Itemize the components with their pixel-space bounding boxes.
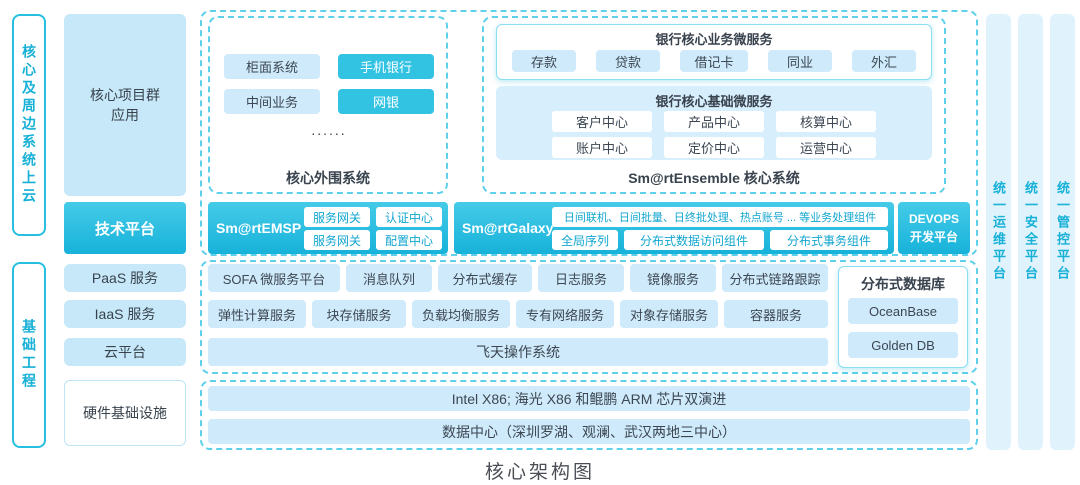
paas-item: 日志服务 [538, 264, 624, 292]
iaas-item: 块存储服务 [312, 300, 406, 328]
galaxy-item: 全局序列 [552, 230, 618, 250]
iaas-item: 对象存储服务 [620, 300, 718, 328]
iaas-item: 负载均衡服务 [412, 300, 510, 328]
row-header-iaas: IaaS 服务 [64, 300, 186, 328]
peripheral-ellipsis: ...... [311, 122, 347, 138]
ensemble-box [482, 16, 946, 194]
database-item: Golden DB [848, 332, 958, 358]
right-rail-control-platform: 统一管控平台 [1050, 14, 1075, 450]
galaxy-item: 分布式数据访问组件 [624, 230, 764, 250]
paas-item: 消息队列 [346, 264, 432, 292]
emsp-item: 认证中心 [376, 207, 442, 227]
paas-item: SOFA 微服务平台 [208, 264, 340, 292]
hardware-chip-row: Intel X86; 海光 X86 和鲲鹏 ARM 芯片双演进 [208, 386, 970, 411]
paas-item: 分布式缓存 [438, 264, 532, 292]
database-title: 分布式数据库 [861, 276, 945, 292]
business-item: 贷款 [596, 50, 660, 72]
emsp-item: 配置中心 [376, 230, 442, 250]
iaas-item: 弹性计算服务 [208, 300, 306, 328]
emsp-item: 服务网关 [304, 207, 370, 227]
peripheral-caption: 核心外围系统 [286, 170, 370, 186]
emsp-label: Sm@rtEMSP [216, 220, 302, 236]
galaxy-item: 分布式事务组件 [770, 230, 888, 250]
right-rail-security-label: 统一安全平台 [1023, 181, 1038, 283]
paas-item: 镜像服务 [630, 264, 716, 292]
hardware-container [200, 380, 978, 450]
business-item: 借记卡 [680, 50, 748, 72]
core-systems-container [200, 10, 978, 256]
peripheral-item: 柜面系统 [224, 54, 320, 79]
galaxy-label: Sm@rtGalaxy [462, 220, 554, 236]
devops-line1: DEVOPS [908, 212, 959, 226]
iaas-item: 专有网络服务 [516, 300, 614, 328]
paas-item: 分布式链路跟踪 [722, 264, 828, 292]
left-rail-infrastructure: 基础工程 [12, 262, 46, 448]
right-rail-control-label: 统一管控平台 [1055, 181, 1070, 283]
row-header-paas: PaaS 服务 [64, 264, 186, 292]
iaas-item: 容器服务 [724, 300, 828, 328]
galaxy-item: 日间联机、日间批量、日终批处理、热点账号 ... 等业务处理组件 [552, 207, 888, 227]
row-header-tech-platform: 技术平台 [64, 202, 186, 254]
base-item: 运营中心 [776, 137, 876, 158]
right-rail-ops-label: 统一运维平台 [991, 181, 1006, 283]
peripheral-item: 手机银行 [338, 54, 434, 79]
devops-line2: 开发平台 [909, 230, 958, 244]
base-item: 定价中心 [664, 137, 764, 158]
left-rail-cloud-systems-label: 核心及周边系统上云 [21, 44, 37, 206]
cloud-os: 飞天操作系统 [208, 338, 828, 366]
base-item: 产品中心 [664, 111, 764, 132]
business-microservices-title: 银行核心业务微服务 [655, 32, 773, 47]
right-rail-security-platform: 统一安全平台 [1018, 14, 1043, 450]
base-item: 客户中心 [552, 111, 652, 132]
business-item: 存款 [512, 50, 576, 72]
left-rail-cloud-systems: 核心及周边系统上云 [12, 14, 46, 236]
hardware-datacenter-row: 数据中心（深圳罗湖、观澜、武汉两地三中心） [208, 419, 970, 444]
base-item: 核算中心 [776, 111, 876, 132]
row-header-core-apps: 核心项目群应用 [64, 14, 186, 196]
platform-services-container [200, 260, 978, 374]
diagram-title: 核心架构图 [484, 462, 595, 483]
base-microservices-title: 银行核心基础微服务 [655, 94, 773, 109]
ensemble-caption: Sm@rtEnsemble 核心系统 [628, 170, 800, 186]
peripheral-item: 网银 [338, 89, 434, 114]
row-header-cloud: 云平台 [64, 338, 186, 366]
business-item: 同业 [768, 50, 832, 72]
base-item: 账户中心 [552, 137, 652, 158]
database-item: OceanBase [848, 298, 958, 324]
emsp-item: 服务网关 [304, 230, 370, 250]
row-header-hardware: 硬件基础设施 [64, 380, 186, 446]
peripheral-systems-box [208, 16, 448, 194]
peripheral-item: 中间业务 [224, 89, 320, 114]
left-rail-infrastructure-label: 基础工程 [21, 319, 37, 391]
devops-box: DEVOPS 开发平台 [898, 202, 970, 254]
right-rail-ops-platform: 统一运维平台 [986, 14, 1011, 450]
business-item: 外汇 [852, 50, 916, 72]
